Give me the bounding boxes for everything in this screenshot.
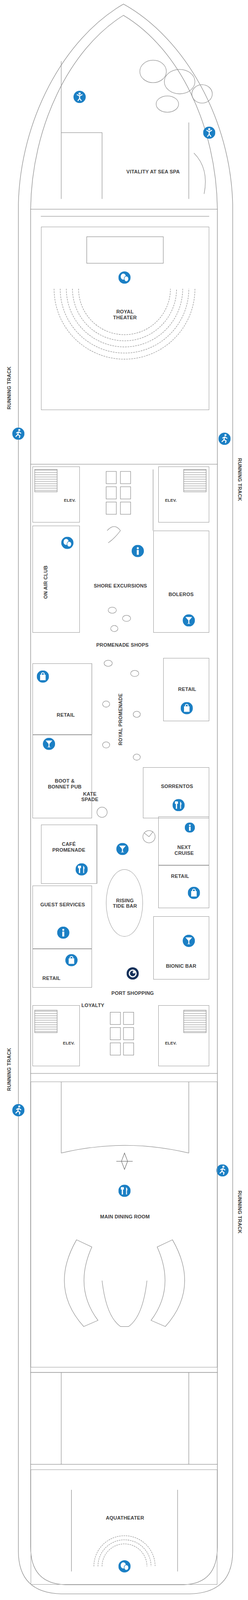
running-track-label: RUNNING TRACK <box>6 1046 13 1089</box>
running-icon <box>12 427 25 440</box>
room-box: BOOT & BONNET PUB <box>32 733 92 818</box>
port-shopping-icon <box>126 965 139 979</box>
room-box: ELEV. <box>158 465 210 522</box>
shop-icon <box>180 701 193 714</box>
bar-icon <box>182 613 195 626</box>
promenade-kiosks <box>96 525 156 842</box>
running-track-label: RUNNING TRACK <box>237 1189 244 1232</box>
aquatheater-seating <box>71 1487 178 1570</box>
room-box: NEXT CRUISE <box>158 815 210 864</box>
spa-icon <box>202 126 216 139</box>
room-label: RETAIL <box>56 710 75 717</box>
info-icon <box>184 821 196 832</box>
dining-icon <box>75 862 88 875</box>
area-label: LOYALTY <box>81 1000 105 1007</box>
room-box: BOLEROS <box>153 529 210 632</box>
shop-icon <box>187 885 200 898</box>
theater-icon <box>118 1557 131 1571</box>
elevator-cars <box>105 470 134 1054</box>
room-box: RETAIL <box>158 863 210 907</box>
room-box: ELEV. <box>158 1003 210 1066</box>
room-box: BIONIC BAR <box>153 914 210 979</box>
shop-icon <box>36 669 49 682</box>
running-icon <box>216 1162 229 1175</box>
running-icon <box>12 1102 25 1115</box>
hull <box>18 4 233 1592</box>
area-label: KATE SPADE <box>78 789 102 802</box>
club-icon <box>61 536 74 549</box>
bar-icon <box>42 736 56 749</box>
room-box: CAFÉ PROMENADE <box>41 823 97 883</box>
bar-oval: RISING TIDE BAR <box>105 868 143 936</box>
room-label: ELEV. <box>63 1039 75 1044</box>
room-label: NEXT CRUISE <box>168 843 200 855</box>
icons <box>12 90 231 1571</box>
room-label: MAIN DINING ROOM <box>73 1212 176 1218</box>
dining-icon <box>118 1182 131 1195</box>
walls <box>30 61 218 1463</box>
room-label: GUEST SERVICES <box>40 900 86 907</box>
stairs <box>34 468 207 1031</box>
area-label: VITALITY AT SEA SPA <box>126 168 180 175</box>
room-label: RETAIL <box>170 871 189 878</box>
info-icon <box>57 925 70 938</box>
room-box: RETAIL <box>163 656 210 721</box>
area-label: PROMENADE SHOPS <box>96 641 149 648</box>
area-label: SHORE EXCURSIONS <box>93 582 147 588</box>
theater-icon <box>118 270 131 284</box>
room-label: BOOT & BONNET PUB <box>44 777 86 789</box>
room-box: ROYAL THEATER <box>41 226 210 410</box>
running-icon <box>218 431 231 445</box>
room-label: ELEV. <box>165 497 177 502</box>
room-box: ON AIR CLUB <box>32 524 80 632</box>
room-label: RETAIL <box>42 973 61 980</box>
room-label: AQUATHEATER <box>78 1512 171 1519</box>
room-label: SORRENTOS <box>160 782 193 789</box>
shop-icon <box>65 952 78 965</box>
running-track-label: ROYAL PROMENADE <box>117 692 124 745</box>
room-box: ELEV. <box>32 1003 80 1066</box>
running-track-label: RUNNING TRACK <box>237 457 244 501</box>
area-label: PORT SHOPPING <box>111 988 154 995</box>
bar-icon <box>116 841 129 854</box>
room-label: RETAIL <box>178 685 197 692</box>
dining-room-shapes <box>61 1143 189 1325</box>
room-box: SORRENTOS <box>142 766 210 818</box>
room-label: ELEV. <box>165 1039 177 1044</box>
room-label: ON AIR CLUB <box>42 564 49 598</box>
room-box: MAIN DINING ROOM <box>30 1079 218 1366</box>
room-label: ROYAL THEATER <box>104 308 146 320</box>
spa-icon <box>73 90 86 103</box>
theater-seating <box>54 236 195 359</box>
room-label: RISING TIDE BAR <box>109 896 141 908</box>
bar-icon <box>182 933 195 946</box>
room-box: GUEST SERVICES <box>32 884 92 948</box>
room-label: ELEV. <box>64 497 76 502</box>
room-label: BOLEROS <box>168 590 194 597</box>
room-label: CAFÉ PROMENADE <box>46 840 92 852</box>
running-track-label: RUNNING TRACK <box>6 365 13 409</box>
info-icon <box>131 544 144 557</box>
room-box: ELEV. <box>32 465 80 522</box>
room-box: AQUATHEATER <box>30 1467 218 1583</box>
room-label: BIONIC BAR <box>165 961 197 968</box>
room-box: RETAIL <box>32 662 92 734</box>
dining-icon <box>172 797 185 810</box>
room-box: RETAIL <box>32 947 92 987</box>
